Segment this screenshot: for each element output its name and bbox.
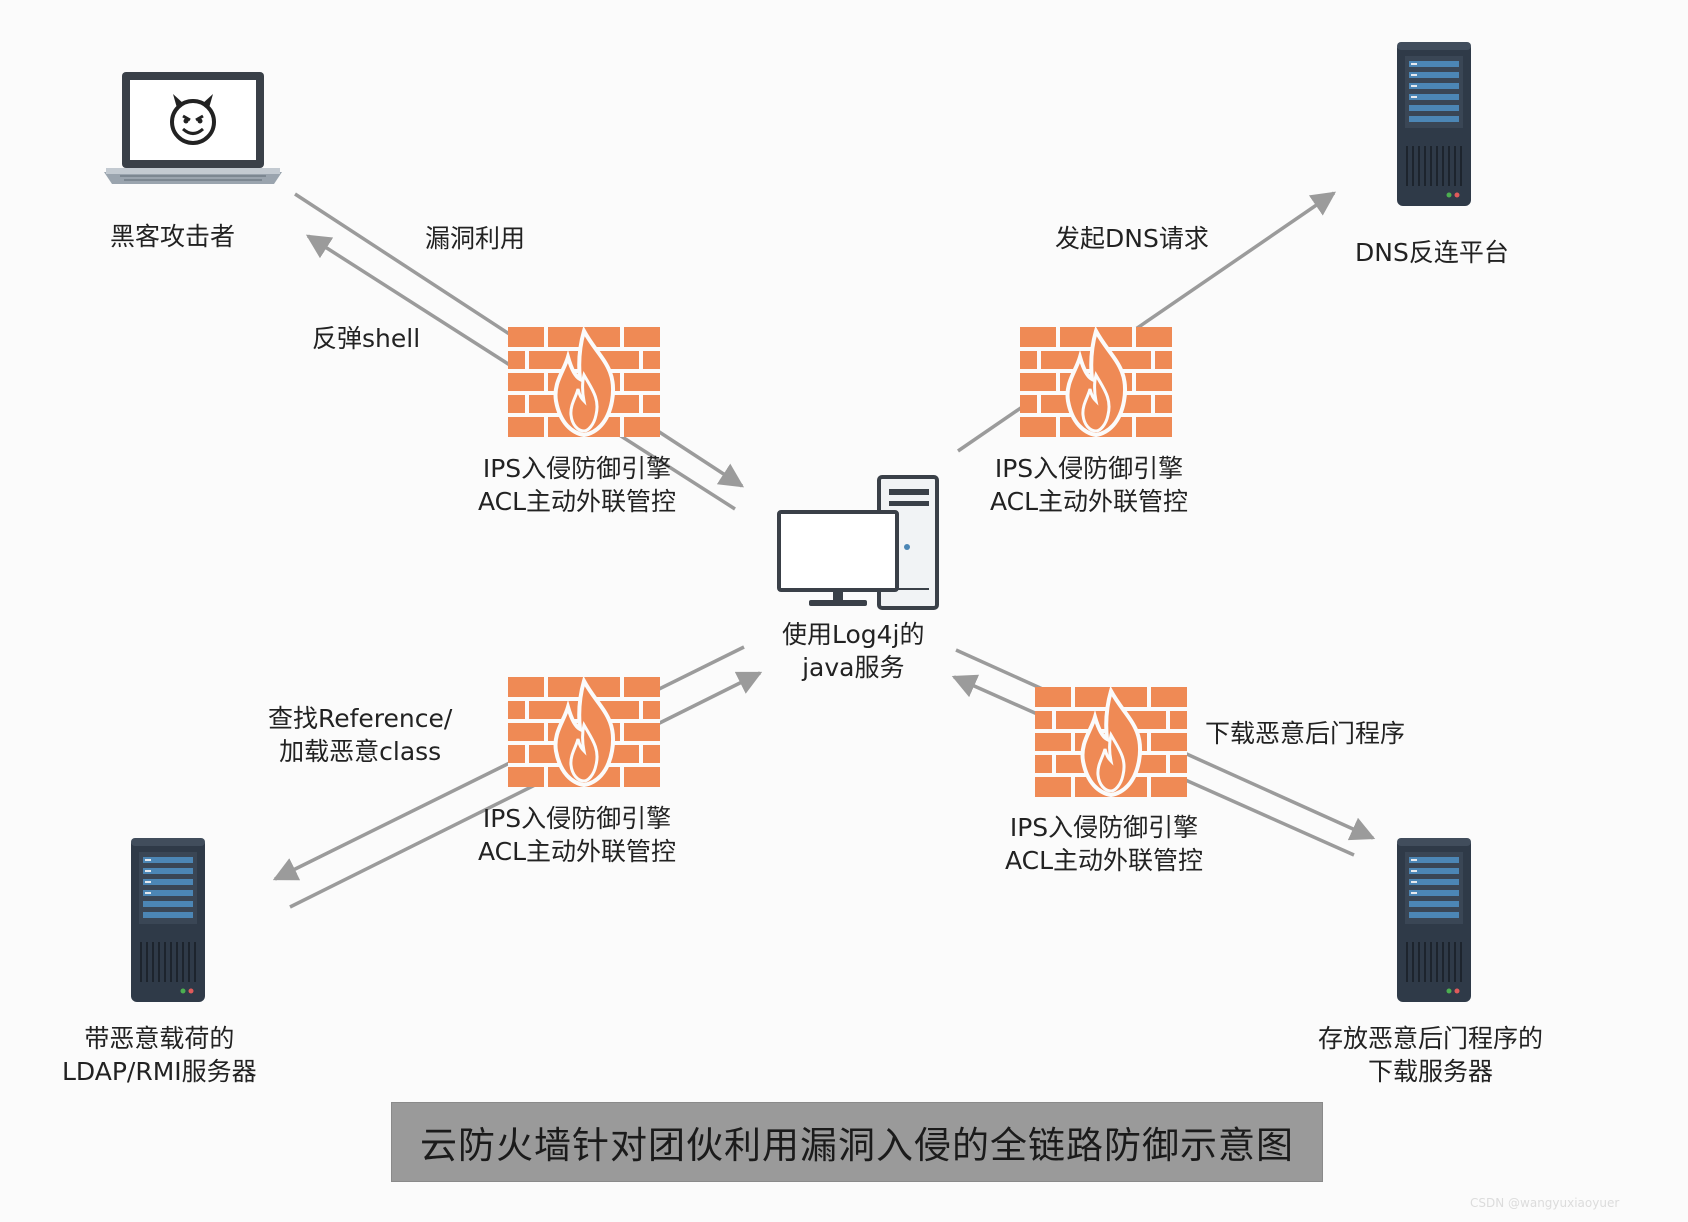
firewall-icon [1033, 685, 1189, 799]
firewall-icon [506, 675, 662, 789]
firewall-icon [1018, 325, 1174, 439]
reverse-shell-label: 反弹shell [312, 324, 421, 353]
laptop-devil-icon [104, 72, 282, 184]
firewall-icon [506, 325, 662, 439]
download-server-label: 存放恶意后门程序的下载服务器 [1318, 1024, 1544, 1086]
dns-server-icon [1396, 41, 1472, 207]
diagram-caption: 云防火墙针对团伙利用漏洞入侵的全链路防御示意图 [391, 1102, 1323, 1182]
desktop-computer-icon [777, 475, 939, 610]
lookup-reference-label: 查找Reference/加载恶意class [268, 704, 453, 766]
exploit-label: 漏洞利用 [425, 224, 526, 253]
download-backdoor-label: 下载恶意后门程序 [1205, 719, 1406, 748]
download-server-icon [1396, 837, 1472, 1003]
watermark: CSDN @wangyuxiaoyuer [1470, 1196, 1620, 1210]
dns-request-label: 发起DNS请求 [1055, 224, 1209, 253]
dns-platform-label: DNS反连平台 [1355, 238, 1509, 267]
arrow-load-class [289, 671, 763, 909]
hacker-label: 黑客攻击者 [110, 222, 236, 251]
ldap-server-icon [130, 837, 206, 1003]
